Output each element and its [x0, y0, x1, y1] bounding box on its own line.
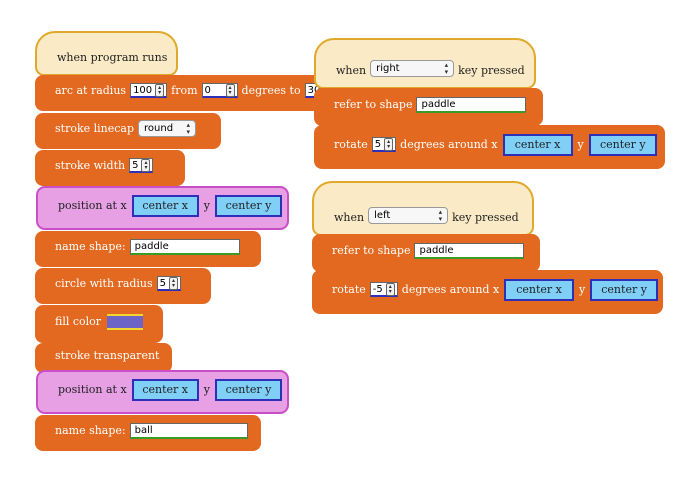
around-label: degrees around x — [401, 283, 500, 296]
fill-color-label: fill color — [55, 315, 102, 328]
arc-from-label: from — [171, 84, 198, 97]
stroke-transparent-label: stroke transparent — [55, 349, 160, 362]
name-shape-block-1[interactable]: name shape: paddle — [35, 231, 261, 267]
linecap-label: stroke linecap — [55, 122, 135, 135]
arc-block[interactable]: arc at radius 100▴▾ from 0▴▾ degrees to … — [35, 75, 325, 111]
arc-from-field[interactable]: 0▴▾ — [201, 83, 238, 98]
position-y-label: y — [203, 199, 210, 212]
refer-to-shape-block-left[interactable]: refer to shape paddle — [312, 234, 540, 272]
rotate-label: rotate — [332, 283, 366, 296]
refer-shape-input[interactable]: paddle — [414, 242, 525, 259]
linecap-select[interactable]: round▴▾ — [138, 120, 197, 137]
spinner-icon[interactable]: ▴▾ — [384, 137, 394, 151]
when-program-runs-block[interactable]: when program runs — [35, 31, 178, 76]
when-key-pressed-block-right[interactable]: when right▴▾ key pressed — [314, 38, 536, 89]
refer-shape-input[interactable]: paddle — [416, 96, 527, 113]
spinner-icon[interactable]: ▴▾ — [385, 282, 395, 296]
position-label: position at x — [58, 199, 127, 212]
center-x-reporter[interactable]: center x — [502, 133, 573, 156]
position-y-label: y — [203, 383, 210, 396]
center-y-reporter[interactable]: center y — [214, 378, 282, 401]
refer-to-shape-block-right[interactable]: refer to shape paddle — [314, 88, 543, 126]
name-shape-input[interactable]: ball — [129, 422, 248, 439]
when-label: when — [336, 64, 367, 77]
when-key-pressed-block-left[interactable]: when left▴▾ key pressed — [312, 181, 534, 236]
rotate-amount-field[interactable]: -5▴▾ — [369, 282, 398, 297]
arc-radius-field[interactable]: 100▴▾ — [130, 83, 168, 98]
around-label: degrees around x — [400, 138, 498, 151]
circle-radius-field[interactable]: 5▴▾ — [156, 276, 182, 291]
center-x-reporter[interactable]: center x — [131, 194, 199, 217]
spinner-icon[interactable]: ▴▾ — [225, 83, 235, 97]
fill-color-swatch[interactable] — [107, 313, 144, 330]
position-block-2[interactable]: position at x center x y center y — [36, 370, 289, 414]
key-pressed-label: key pressed — [452, 211, 519, 224]
key-select[interactable]: right▴▾ — [370, 60, 455, 77]
stroke-width-field[interactable]: 5▴▾ — [129, 158, 154, 173]
rotate-label: rotate — [334, 138, 368, 151]
position-block-1[interactable]: position at x center x y center y — [36, 186, 289, 230]
hat-label: when program runs — [57, 51, 168, 64]
rotate-amount-field[interactable]: 5▴▾ — [371, 137, 397, 152]
center-x-reporter[interactable]: center x — [131, 378, 199, 401]
rotate-block-right[interactable]: rotate 5▴▾ degrees around x center x y c… — [314, 125, 665, 169]
select-arrows-icon: ▴▾ — [438, 207, 443, 223]
select-arrows-icon: ▴▾ — [186, 120, 191, 136]
center-y-reporter[interactable]: center y — [214, 194, 282, 217]
spinner-icon[interactable]: ▴▾ — [155, 83, 165, 97]
circle-label: circle with radius — [55, 277, 153, 290]
name-shape-label: name shape: — [55, 240, 126, 253]
rotate-y-label: y — [578, 283, 586, 296]
refer-label: refer to shape — [334, 98, 413, 111]
key-pressed-label: key pressed — [458, 64, 525, 77]
stroke-width-label: stroke width — [55, 159, 126, 172]
name-shape-block-2[interactable]: name shape: ball — [35, 415, 261, 451]
refer-label: refer to shape — [332, 244, 411, 257]
name-shape-label: name shape: — [55, 424, 126, 437]
select-arrows-icon: ▴▾ — [444, 60, 449, 76]
name-shape-input[interactable]: paddle — [129, 238, 240, 255]
spinner-icon[interactable]: ▴▾ — [141, 158, 151, 172]
spinner-icon[interactable]: ▴▾ — [169, 276, 179, 290]
center-y-reporter[interactable]: center y — [590, 278, 658, 301]
stroke-width-block[interactable]: stroke width 5▴▾ — [35, 150, 185, 186]
center-x-reporter[interactable]: center x — [504, 278, 574, 301]
arc-label: arc at radius — [55, 84, 127, 97]
rotate-y-label: y — [577, 138, 584, 151]
fill-color-block[interactable]: fill color — [35, 305, 163, 343]
circle-block[interactable]: circle with radius 5▴▾ — [35, 268, 211, 304]
position-label: position at x — [58, 383, 127, 396]
rotate-block-left[interactable]: rotate -5▴▾ degrees around x center x y … — [312, 270, 663, 314]
stroke-transparent-block[interactable]: stroke transparent — [35, 343, 172, 373]
key-select[interactable]: left▴▾ — [368, 207, 449, 224]
center-y-reporter[interactable]: center y — [588, 133, 657, 156]
arc-degrees-to-label: degrees to — [241, 84, 301, 97]
when-label: when — [334, 211, 365, 224]
stroke-linecap-block[interactable]: stroke linecap round▴▾ — [35, 113, 221, 149]
